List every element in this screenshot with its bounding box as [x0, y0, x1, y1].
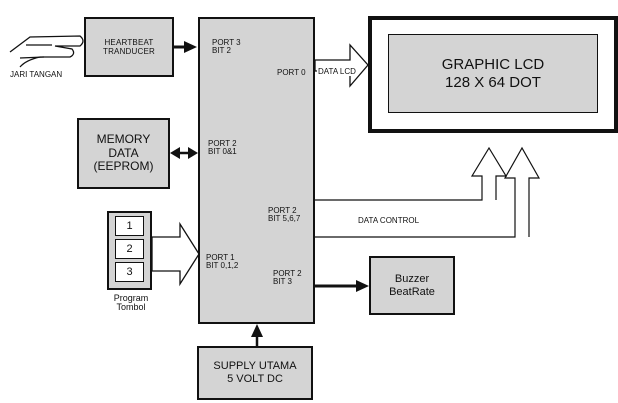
lcd-frame: GRAPHIC LCD 128 X 64 DOT: [368, 16, 618, 133]
port1-label: PORT 1 BIT 0,1,2: [206, 254, 238, 271]
port2-bit567-label: PORT 2 BIT 5,6,7: [268, 207, 300, 224]
heartbeat-transducer-block: HEARTBEAT TRANDUCER: [84, 17, 174, 77]
finger-icon: [10, 36, 83, 67]
buzzer-block: Buzzer BeatRate: [369, 256, 455, 315]
button-2[interactable]: 2: [115, 239, 144, 259]
port2-bit01-label: PORT 2 BIT 0&1: [208, 140, 237, 157]
heartbeat-line-2: TRANDUCER: [103, 47, 155, 56]
finger-label: JARI TANGAN: [10, 71, 62, 79]
power-supply-block: SUPPLY UTAMA 5 VOLT DC: [197, 346, 313, 400]
heartbeat-line-1: HEARTBEAT: [104, 38, 153, 47]
button-3[interactable]: 3: [115, 262, 144, 282]
port0-label: PORT 0: [277, 69, 306, 77]
lcd-screen: GRAPHIC LCD 128 X 64 DOT: [388, 34, 598, 113]
port2-bit3-label: PORT 2 BIT 3: [273, 270, 302, 287]
program-buttons-caption: Program Tombol: [102, 294, 160, 313]
program-buttons-group: 1 2 3: [107, 211, 152, 290]
memory-eeprom-block: MEMORY DATA (EEPROM): [77, 118, 170, 189]
data-control-label: DATA CONTROL: [358, 217, 419, 225]
data-lcd-label: DATA LCD: [317, 68, 357, 76]
port3-label: PORT 3 BIT 2: [212, 39, 241, 56]
button-1[interactable]: 1: [115, 216, 144, 236]
